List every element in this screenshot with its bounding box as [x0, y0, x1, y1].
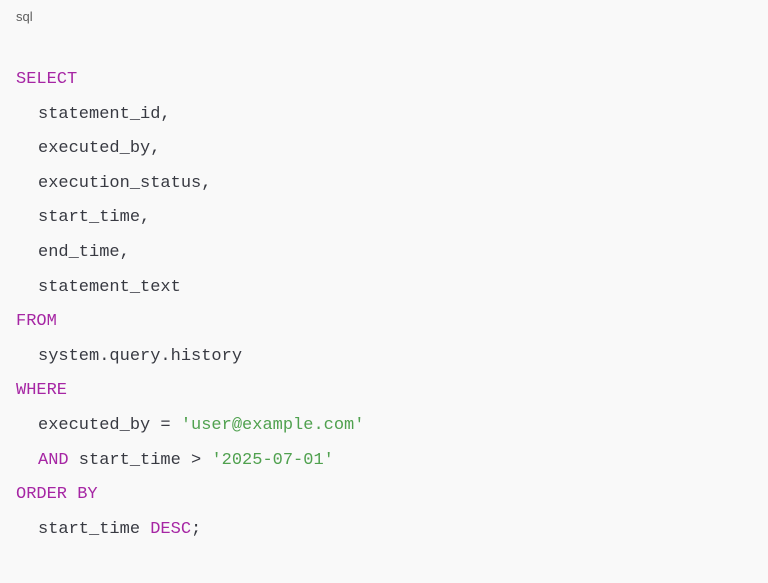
column-name: start_time: [38, 519, 151, 539]
code-line: FROM: [16, 305, 364, 340]
string-literal: '2025-07-01': [211, 450, 334, 470]
keyword: DESC: [150, 519, 192, 539]
condition-text: start_time >: [68, 450, 212, 470]
code-line: end_time,: [16, 236, 364, 271]
column-name: statement_text: [38, 277, 181, 297]
code-line: system.query.history: [16, 340, 364, 375]
string-literal: 'user@example.com': [180, 415, 365, 435]
sql-code[interactable]: SELECT statement_id, executed_by, execution…: [16, 63, 364, 547]
column-name: executed_by,: [38, 139, 161, 159]
code-line: statement_id,: [16, 98, 364, 133]
keyword: FROM: [16, 312, 57, 332]
code-line: statement_text: [16, 271, 364, 306]
code-line: WHERE: [16, 374, 364, 409]
semicolon: ;: [191, 519, 202, 539]
keyword: AND: [38, 450, 69, 470]
column-name: end_time,: [38, 242, 130, 262]
column-name: execution_status,: [38, 173, 212, 193]
column-name: start_time,: [38, 208, 151, 228]
table-name: system.query.history: [38, 346, 243, 366]
code-line: execution_status,: [16, 167, 364, 202]
code-line: ORDER BY: [16, 478, 364, 513]
keyword: SELECT: [16, 70, 78, 89]
column-name: statement_id,: [38, 104, 171, 124]
language-label: sql: [16, 9, 33, 24]
condition-text: executed_by =: [38, 415, 181, 435]
keyword: WHERE: [16, 381, 68, 401]
keyword: ORDER BY: [16, 485, 98, 505]
code-line: executed_by = 'user@example.com': [16, 409, 364, 444]
code-line: AND start_time > '2025-07-01': [16, 444, 364, 479]
code-line: start_time,: [16, 201, 364, 236]
code-line: executed_by,: [16, 132, 364, 167]
code-line: SELECT: [16, 63, 364, 98]
code-line: start_time DESC;: [16, 513, 364, 548]
